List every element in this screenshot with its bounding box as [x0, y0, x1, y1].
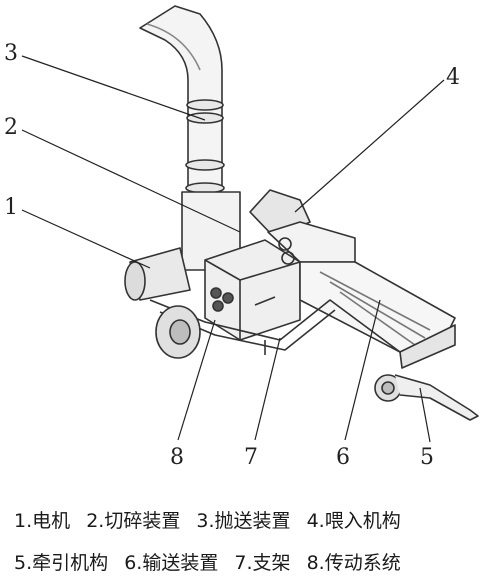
tow-bar — [394, 374, 479, 421]
feed-mechanism — [249, 189, 356, 265]
legend-item: 1.电机 — [14, 510, 71, 532]
leader-line-2 — [21, 129, 241, 233]
legend-item: 5.牵引机构 — [14, 552, 109, 574]
main-wheel — [155, 305, 201, 359]
leader-line-5 — [419, 387, 431, 443]
leader-line-7 — [254, 337, 281, 441]
legend-item: 6.输送装置 — [124, 552, 219, 574]
legend-item: 2.切碎装置 — [86, 510, 181, 532]
callout-1: 1 — [4, 195, 18, 220]
callout-6: 6 — [336, 445, 350, 470]
motor — [124, 247, 191, 301]
leader-line-3 — [21, 55, 206, 121]
legend-item: 8.传动系统 — [306, 552, 401, 574]
callout-8: 8 — [170, 445, 184, 470]
front-wheel — [374, 374, 402, 402]
callout-7: 7 — [244, 445, 258, 470]
cutter-housing — [204, 239, 301, 341]
callout-5: 5 — [420, 445, 434, 470]
machine-diagram: 3 2 1 4 8 7 6 5 — [4, 5, 479, 470]
legend-item: 3.抛送装置 — [196, 510, 291, 532]
legend: 1.电机 2.切碎装置 3.抛送装置 4.喂入机构 5.牵引机构 6.输送装置 … — [0, 490, 486, 580]
legend-row-2: 5.牵引机构 6.输送装置 7.支架 8.传动系统 — [14, 548, 484, 575]
leader-line-8 — [177, 319, 216, 441]
callout-4: 4 — [446, 65, 460, 90]
leader-line-4 — [294, 79, 445, 213]
discharge-spout — [139, 5, 225, 194]
conveyor — [299, 261, 456, 369]
legend-item: 7.支架 — [234, 552, 291, 574]
leader-line-6 — [344, 299, 381, 441]
legend-row-1: 1.电机 2.切碎装置 3.抛送装置 4.喂入机构 — [14, 506, 484, 533]
legend-item: 4.喂入机构 — [306, 510, 401, 532]
callout-2: 2 — [4, 115, 18, 140]
callout-3: 3 — [4, 41, 18, 66]
leader-line-1 — [21, 209, 151, 269]
